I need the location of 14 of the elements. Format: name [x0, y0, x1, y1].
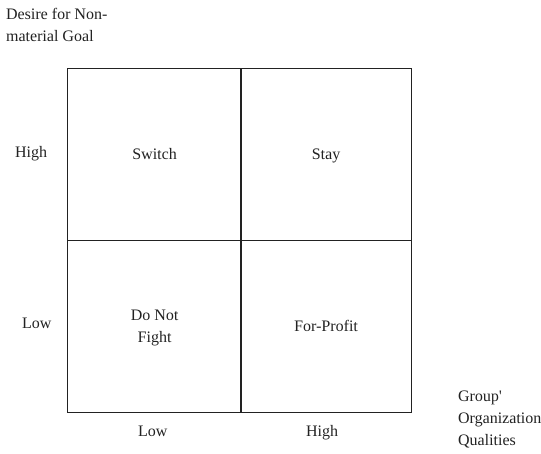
quadrant-label: Switch — [132, 144, 177, 164]
quadrant-label: Stay — [312, 144, 340, 164]
quadrant-cell — [240, 240, 412, 413]
axis-title: Desire for Non-material Goal — [6, 5, 108, 47]
quadrant-cell — [67, 68, 242, 241]
quadrant-label: Do Not Fight — [130, 306, 180, 348]
tick-label: High — [15, 143, 48, 163]
tick-label: Low — [22, 314, 52, 334]
axis-title: Group' Organization Qualities — [458, 387, 541, 451]
tick-label: Low — [138, 422, 168, 442]
quadrant-cell — [240, 68, 412, 241]
tick-label: High — [306, 422, 339, 442]
quadrant-label: For-Profit — [294, 316, 358, 336]
quadrant-cell — [67, 240, 242, 413]
